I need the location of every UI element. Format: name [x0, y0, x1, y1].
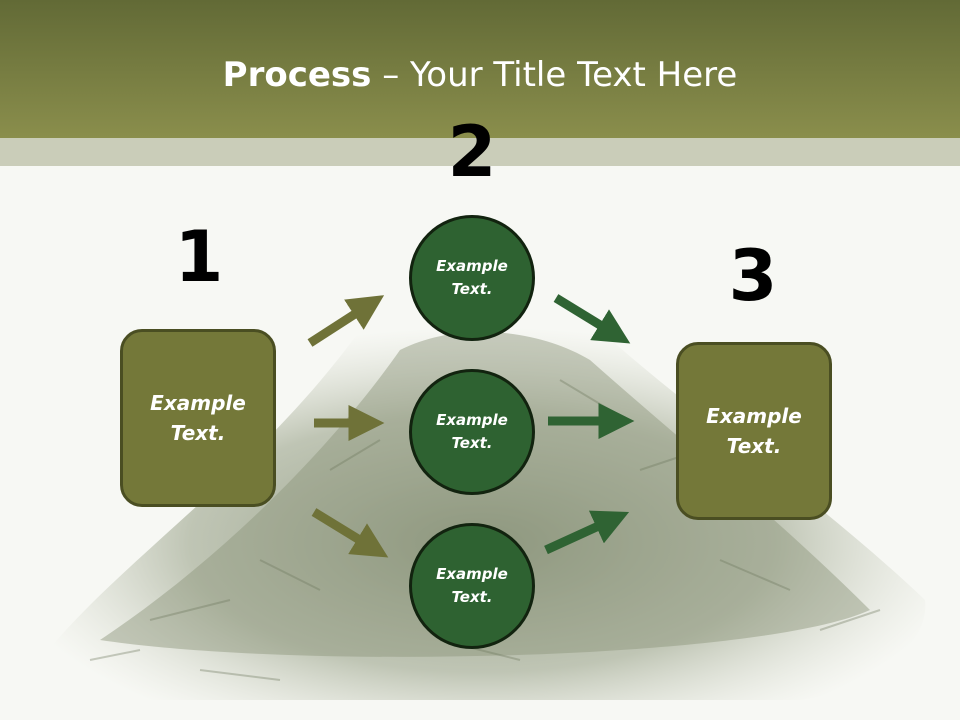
- arrow-1-to-top: [307, 295, 385, 347]
- step-number-2: 2: [447, 111, 497, 193]
- step-1-box[interactable]: Example Text.: [120, 329, 276, 507]
- header-band: [0, 138, 960, 166]
- step-3-box[interactable]: Example Text.: [676, 342, 832, 520]
- step-2-circle-bottom[interactable]: Example Text.: [409, 523, 535, 649]
- step-3-text: Example Text.: [706, 404, 802, 458]
- title-rest: Your Title Text Here: [410, 55, 738, 95]
- title-bold: Process: [222, 55, 372, 95]
- step-number-1: 1: [174, 216, 224, 298]
- step-2-circle-middle[interactable]: Example Text.: [409, 369, 535, 495]
- circle-bottom-text: Example Text.: [436, 565, 508, 606]
- step-1-text: Example Text.: [150, 391, 246, 445]
- arrow-top-to-3: [553, 294, 631, 344]
- header-bar: [0, 0, 960, 138]
- step-2-circle-top[interactable]: Example Text.: [409, 215, 535, 341]
- title-separator: –: [371, 55, 411, 95]
- circle-middle-text: Example Text.: [436, 411, 508, 452]
- step-number-3: 3: [728, 235, 778, 317]
- slide-title: Process – Your Title Text Here: [0, 52, 960, 98]
- circle-top-text: Example Text.: [436, 257, 508, 298]
- arrow-1-to-bottom: [311, 508, 389, 558]
- arrow-bottom-to-3: [544, 510, 630, 555]
